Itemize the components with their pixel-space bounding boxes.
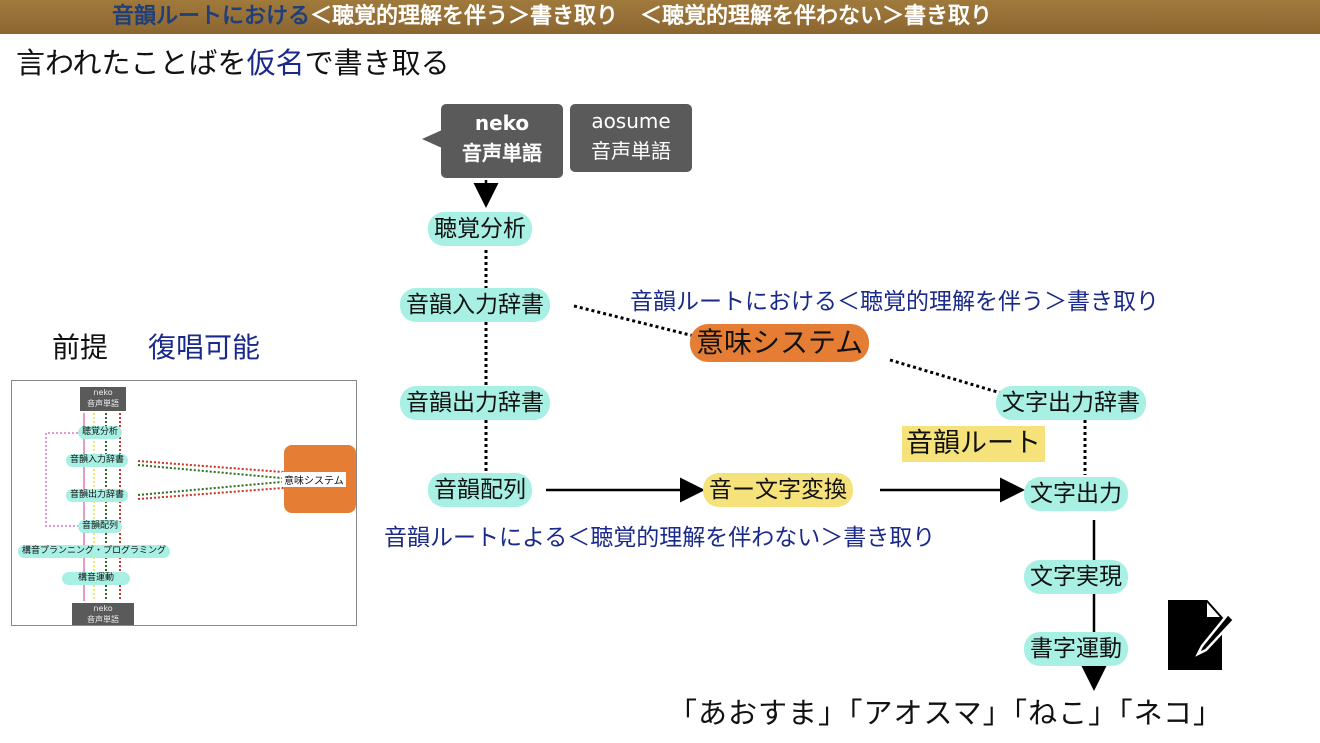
thumb-sound-top-word: neko [93,388,113,397]
thumb-sound-bottom: neko 音声単語 [72,603,134,625]
thumb-sound-bottom-word: neko [93,604,113,613]
premise-label: 前提 [52,331,109,364]
speech-pointer-icon [422,130,442,148]
thumb-node-1: 音韻入力辞書 [66,454,129,467]
thumbnail-diagram: neko 音声単語 聴覚分析 音韻入力辞書 音韻出力辞書 音韻配列 構音プランニ… [11,380,357,626]
thumb-semantic-label: 意味システム [282,472,346,487]
sound-word-neko-text: neko [474,111,530,135]
sound-word-aosume-text: aosume [591,109,671,133]
thumb-sound-top: neko 音声単語 [80,387,126,411]
without-comprehension-note: 音韻ルートによる＜聴覚的理解を伴わない＞書き取り [384,525,936,551]
premise: 前提 復唱可能 [52,326,260,366]
title-banner: 音韻ルートにおける＜聴覚的理解を伴う＞書き取り ＜聴覚的理解を伴わない＞書き取り [0,0,1320,34]
banner-title-rest: ＜聴覚的理解を伴う＞書き取り ＜聴覚的理解を伴わない＞書き取り [310,4,993,29]
node-phon-output-lexicon: 音韻出力辞書 [400,386,550,420]
document-pen-icon [1166,597,1236,672]
premise-value: 復唱可能 [148,331,261,364]
sound-word-aosume: aosume 音声単語 [570,104,692,172]
node-writing-motor: 書字運動 [1024,632,1128,666]
node-letter-output: 文字出力 [1024,477,1128,511]
heading-accent: 仮名 [246,46,305,80]
dotted-input-to-semantic [573,304,695,338]
heading-pre: 言われたことばを [16,46,247,80]
output-examples: 「あおすま」「アオスマ」「ねこ」「ネコ」 [668,696,1224,730]
thumb-node-0: 聴覚分析 [78,426,123,439]
node-auditory-analysis: 聴覚分析 [428,212,532,246]
thumb-node-3: 音韻配列 [78,520,123,533]
heading-post: で書き取る [304,46,450,80]
dotted-semantic-to-letterlex [889,358,1005,396]
sound-word-neko-label: 音声単語 [462,141,542,165]
banner-title-accent: 音韻ルートにおける [112,4,311,29]
sound-word-neko: neko 音声単語 [441,104,563,178]
node-letter-output-lexicon: 文字出力辞書 [996,386,1146,420]
thumb-node-2: 音韻出力辞書 [66,489,129,502]
thumb-node-5: 構音運動 [62,572,131,585]
page-heading: 言われたことばを仮名で書き取る [16,40,450,82]
phon-route-label: 音韻ルート [902,426,1045,462]
banner-title: 音韻ルートにおける＜聴覚的理解を伴う＞書き取り ＜聴覚的理解を伴わない＞書き取り [112,0,992,34]
thumb-node-4: 構音プランニング・プログラミング [18,545,171,558]
node-semantic-system: 意味システム [690,324,870,362]
node-sound-letter-conversion: 音ー文字変換 [703,473,853,507]
thumb-sound-top-label: 音声単語 [87,399,119,408]
node-letter-realization: 文字実現 [1024,560,1128,594]
node-phon-input-lexicon: 音韻入力辞書 [400,288,550,322]
node-phoneme-sequence: 音韻配列 [428,473,532,507]
sound-word-aosume-label: 音声単語 [591,139,671,163]
thumbnail-connectors [45,413,297,601]
with-comprehension-note: 音韻ルートにおける＜聴覚的理解を伴う＞書き取り [630,289,1159,315]
thumb-sound-bottom-label: 音声単語 [87,615,119,624]
